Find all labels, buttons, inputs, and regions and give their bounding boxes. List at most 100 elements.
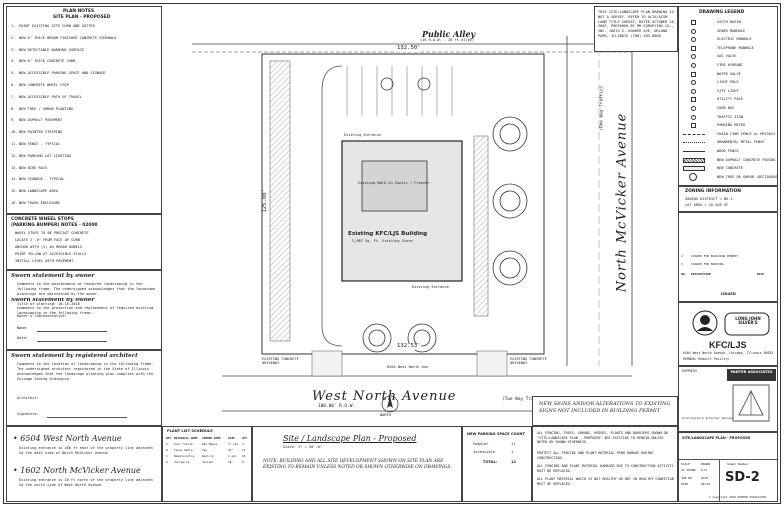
plant-table-cell: 24 <box>242 454 246 458</box>
addresses-panel: • 6504 West North Avenue Existing entran… <box>6 426 162 502</box>
wheel-stop-item: PAINT YELLOW AT ACCESSIBLE STALLS <box>15 252 87 256</box>
building-label: Existing KFC/LJS Building <box>348 231 428 237</box>
legend-symbol-icon <box>691 97 696 103</box>
legend-label: TELEPHONE MANHOLE <box>717 45 754 50</box>
legend-symbol-icon <box>683 142 705 144</box>
plan-note-item: NEW LANDSCAPE AREA <box>19 189 58 194</box>
wheel-stops-panel: CONCRETE WHEEL STOPS (PARKING BUMPER) NO… <box>6 214 162 270</box>
brand-logo-text: LONG JOHN SILVER'S <box>735 316 761 325</box>
owner-date-label: Date: <box>17 336 28 340</box>
owner-statement-title: Sworn statement by owner <box>11 273 95 279</box>
legend-symbol-icon <box>691 80 696 86</box>
legend-row: NEW CONCRETE <box>683 165 773 172</box>
fence-note-item: ALL FENCING AND PLANT MATERIAL DAMAGED D… <box>537 464 674 473</box>
legend-symbol-icon <box>691 71 696 77</box>
legend-label: PARKING METER <box>717 123 746 128</box>
sheet-number-label: Sheet Number <box>727 462 749 466</box>
legend-label: FIRE HYDRANT <box>717 63 743 67</box>
job-label: JOB NO. <box>681 476 694 480</box>
zoning-district: ZONING DISTRICT = BS-1 <box>685 197 733 201</box>
legend-row: NEW ASPHALT CONCRETE PAVING <box>683 157 776 164</box>
plan-note-item: NEW PAINTED STRIPING <box>19 130 63 135</box>
sheet-number: SD-2 <box>725 470 760 485</box>
site-plan-area: Public Alley (16 R.O.W. - 20 ft alley) 1… <box>162 6 678 426</box>
architect-label: Architect: <box>17 396 39 400</box>
legend-label: NEW TREE OR SHRUB (DECIDUOUS) <box>717 174 778 179</box>
address-2: • 1602 North McVicker Avenue <box>13 466 141 475</box>
plan-title-panel: Site / Landscape Plan - Proposed Scale: … <box>252 426 462 502</box>
regular-count: 11 <box>511 442 516 446</box>
date-label: DATE <box>701 476 709 480</box>
plant-table-cell: Red Maple <box>202 442 218 446</box>
building-2-label: Existing Walk-In Cooler / Freezer <box>358 181 430 185</box>
legend-symbol-icon <box>691 88 696 94</box>
plan-note-item: NEW ACCESSIBLE PARKING SPACE AND SIGNAGE <box>19 71 106 76</box>
plan-note-number: 2. <box>11 35 16 40</box>
drawn-value: K.M. <box>701 468 709 472</box>
legend-symbol-icon <box>691 123 696 129</box>
legend-row: PARKING METER <box>683 122 773 129</box>
plant-table-cell: Acer rubrum <box>174 442 193 446</box>
wheel-stop-item: ANCHOR WITH (2) #4 REBAR DOWELS <box>15 245 83 249</box>
plan-note-item: NEW PARKING LOT LIGHTING <box>19 153 71 158</box>
survey-note-panel: THIS SITE/LANDSCAPE PLAN DRAWING IS NOT … <box>594 6 678 52</box>
notes-right-panel: ALL FENCING, TREES, SHRUBS, HEDGES, PLAN… <box>532 426 678 502</box>
legend-label: NEW ASPHALT CONCRETE PAVING <box>717 157 776 162</box>
brand-address: 6504 West North Avenue, Chicago, Illinoi… <box>683 351 774 355</box>
plan-note-item: NEW SIGNAGE - TYPICAL <box>19 177 65 182</box>
express-label: EXPRESS <box>682 369 698 373</box>
legend-row: CHAIN LINK FENCE or PRIVACY FENCE <box>683 131 777 138</box>
job-value: 0506 <box>681 482 689 486</box>
legend-row: UTILITY POLE <box>683 96 773 103</box>
legend-row: TRAFFIC SIGN <box>683 114 773 121</box>
architect-symbol-icon <box>732 384 770 422</box>
plan-note-number: 13. <box>11 165 18 170</box>
owner-statement-body: Comments to the maintenance of required … <box>17 282 156 296</box>
parking-count-title: NEW PARKING SPACE COUNT <box>467 432 525 436</box>
parking-count-panel: NEW PARKING SPACE COUNT - Regular 11 - A… <box>462 426 532 502</box>
plant-table-cell: A <box>166 442 168 446</box>
legend-label: LIGHT POLE <box>717 80 739 85</box>
legend-title: DRAWING LEGEND <box>699 10 745 15</box>
legend-symbol-icon <box>691 114 696 120</box>
entrance-2-label: Existing Entrance <box>412 285 449 289</box>
north-label: NORTH <box>380 413 391 417</box>
date-value: 08/10 <box>701 482 711 486</box>
legend-row: CATCH BASIN <box>683 19 773 26</box>
plant-header-cell: BOTANICAL NAME <box>174 436 198 440</box>
wheel-stops-subtitle: (PARKING BUMPER) NOTES - 02000 <box>11 223 98 228</box>
owner-statement-2-panel: Sworn statement by owner Comments to the… <box>6 298 162 350</box>
plan-note-item: NEW 6" THICK CONCRETE CURB <box>19 59 76 64</box>
address-2-desc: Existing entrance is 16 ft north of the … <box>19 478 154 487</box>
copyright: © Copyright 2010 PANTER ASSOCIATES <box>709 495 767 499</box>
accessible-label: - Accessible <box>469 450 495 454</box>
legend-symbol-icon <box>683 151 705 152</box>
plan-note-item: PAINT EXISTING SITE CURB AND GUTTER <box>19 24 95 28</box>
scale-label: SCALE <box>681 462 691 466</box>
drawing-sheet: PLAN NOTES SITE PLAN - PROPOSED 1.PAINT … <box>3 3 781 504</box>
owner-statement-2-title: Sworn statement by owner <box>11 298 95 303</box>
legend-label: NEW CONCRETE <box>717 166 743 171</box>
wheel-stop-item: LOCATE 2'-6" FROM FACE OF CURB <box>15 238 80 242</box>
zoning-title: ZONING INFORMATION <box>685 189 741 194</box>
plan-note-number: 9. <box>11 118 16 123</box>
legend-row: ELECTRIC MANHOLE <box>683 36 773 43</box>
plan-note-number: 14. <box>11 177 18 182</box>
site-address-label: 6504 West North Ave <box>387 365 429 369</box>
legend-symbol-icon <box>691 106 696 111</box>
legend-symbol-icon <box>683 157 705 163</box>
address-1-desc: Existing entrance is 160 ft east of the … <box>19 446 154 455</box>
legend-symbol-icon <box>691 63 696 68</box>
plant-table-cell: Hemerocallis <box>174 454 195 458</box>
legend-symbol-icon <box>691 45 696 51</box>
plan-note-number: 4. <box>11 59 16 64</box>
regular-label: - Regular <box>469 442 489 446</box>
alley-dims: (16 R.O.W. - 20 ft alley) <box>420 38 475 42</box>
zoning-lot: LOT AREA = 16,565 SF <box>685 203 729 207</box>
legend-row: WOOD FENCE <box>683 148 773 155</box>
brand-panel: LONG JOHN SILVER'S KFC/LJS 6504 West Nor… <box>678 302 778 366</box>
architect-panel: EXPRESS PANTER ASSOCIATES Architecture I… <box>678 366 778 432</box>
